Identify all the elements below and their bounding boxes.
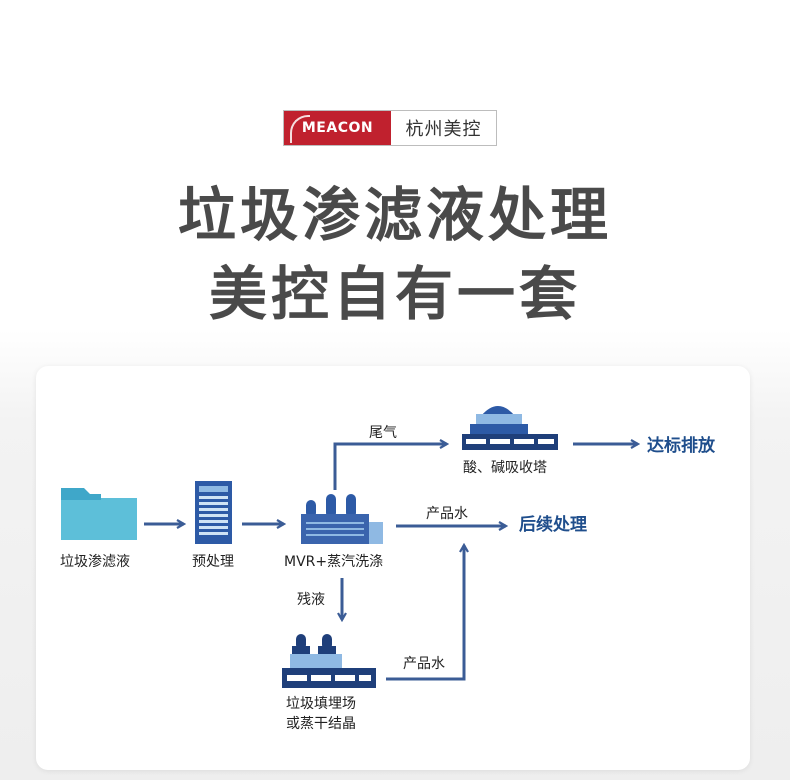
logo-mark: MEACON — [284, 111, 391, 145]
edge-label-residue: 残液 — [297, 592, 325, 608]
mvr-unit-icon — [301, 494, 383, 544]
edge-label-product-water-1: 产品水 — [426, 506, 468, 522]
leachate-folder-icon — [61, 488, 137, 540]
label-landfill-line-1: 垃圾填埋场 — [286, 696, 356, 712]
scrubber-tower-icon — [462, 406, 558, 450]
edge-label-tail-gas: 尾气 — [369, 425, 397, 441]
landfill-crystallization-icon — [282, 634, 376, 688]
flow-arrows — [144, 444, 638, 681]
headline-line-2: 美控自有一套 — [208, 260, 581, 328]
label-mvr: MVR+蒸汽洗涤 — [284, 554, 383, 570]
logo-brand-text: MEACON — [301, 120, 374, 136]
logo-swoosh-icon — [290, 115, 310, 143]
pretreatment-server-icon — [195, 481, 232, 544]
arrow-mvr-to-scrubber — [333, 444, 447, 490]
arrow-landfill-to-post-treatment — [386, 545, 464, 681]
edge-label-product-water-2: 产品水 — [403, 656, 445, 672]
process-diagram-card — [36, 366, 750, 770]
label-leachate: 垃圾渗滤液 — [60, 554, 130, 570]
headline-line-1: 垃圾渗滤液处理 — [177, 181, 612, 249]
label-pretreatment: 预处理 — [192, 554, 234, 570]
output-discharge: 达标排放 — [647, 435, 716, 456]
label-landfill-line-2: 或蒸干结晶 — [286, 716, 356, 732]
label-scrubber: 酸、碱吸收塔 — [463, 460, 547, 476]
brand-logo: MEACON 杭州美控 — [283, 110, 497, 146]
output-post-treatment: 后续处理 — [519, 514, 587, 535]
logo-chinese-name: 杭州美控 — [405, 119, 482, 140]
